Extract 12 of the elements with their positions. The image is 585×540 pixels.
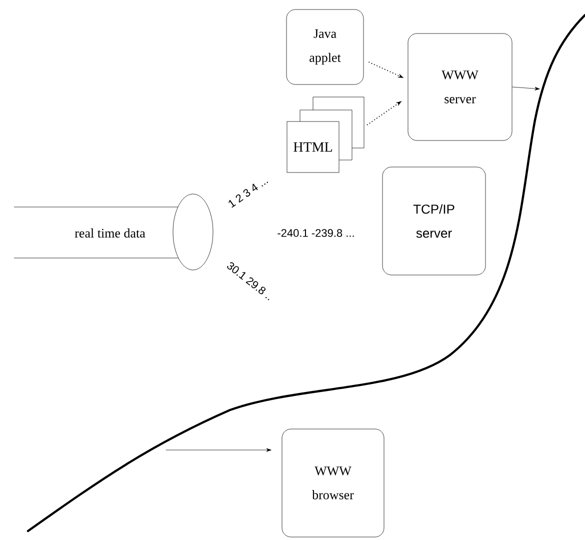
document-stack: HTML [286, 96, 364, 173]
arrow [166, 448, 272, 452]
rounded-box: WWW browser [282, 428, 384, 538]
data-values: -240.1 -239.8 ... [278, 229, 354, 237]
rounded-box: WWW server [408, 33, 512, 141]
data-values: 1 2 3 4 ... [228, 182, 268, 208]
data-pipe: real time data [14, 194, 214, 270]
node-label: real time data [74, 228, 146, 238]
arrow [512, 86, 540, 90]
rounded-box: TCP/IP server [382, 166, 486, 276]
data-values: 30.1 29.8 .. [227, 262, 270, 300]
rounded-box: Java applet [286, 9, 364, 85]
